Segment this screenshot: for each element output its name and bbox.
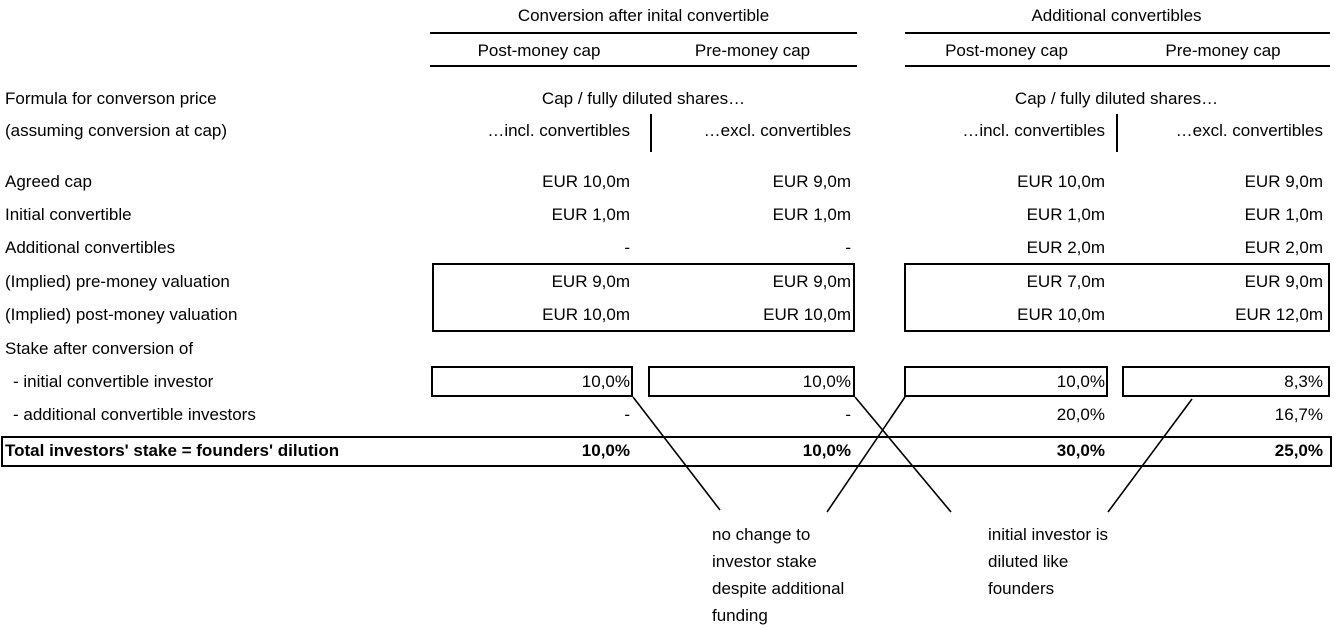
row-implied-premoney-valuation: (Implied) pre-money valuation EUR 9,0m E… [0,272,1334,294]
row-initial-convertible: Initial convertible EUR 1,0m EUR 1,0m EU… [0,205,1334,227]
row-total-investors-stake: Total investors' stake = founders' dilut… [0,441,1334,463]
group1-formula-divider [650,114,652,152]
row-stake-section: Stake after conversion of [0,339,1334,361]
cell: EUR 10,0m [542,305,630,324]
group1-col-postmoney-header: Post-money cap [477,41,601,60]
cell: 10,0% [802,441,851,460]
annotation-line: no change to [712,525,811,544]
group2-title-underline [905,32,1330,34]
group1-title-underline [430,32,857,34]
cell: EUR 1,0m [772,205,851,224]
cell: EUR 9,0m [1244,272,1323,291]
row-label: (Implied) post-money valuation [5,305,238,324]
row-label: Agreed cap [5,172,92,191]
cell: 10,0% [1056,372,1105,391]
cell: EUR 9,0m [772,172,851,191]
row-label: Additional convertibles [5,238,176,257]
formula-label-line2: (assuming conversion at cap) [5,121,228,140]
annotation-line: despite additional [712,579,845,598]
cell: EUR 9,0m [1244,172,1323,191]
cell: 10,0% [802,372,851,391]
cell: EUR 9,0m [551,272,630,291]
annotation-line: initial investor is [988,525,1108,544]
group1-subheader-underline [430,65,857,67]
row-initial-convertible-investor: - initial convertible investor 10,0% 10,… [0,372,1334,394]
group1-col-premoney-header: Pre-money cap [694,41,811,60]
cell: 20,0% [1056,405,1105,424]
row-additional-convertible-investors: - additional convertible investors - - 2… [0,405,1334,427]
annotation-diluted-like-founders: initial investor is diluted like founder… [988,521,1108,602]
cell: - [845,238,851,257]
cell: EUR 10,0m [1017,305,1105,324]
cell: EUR 7,0m [1026,272,1105,291]
cell: EUR 10,0m [763,305,851,324]
group2-formula: Cap / fully diluted shares… [1014,89,1219,108]
cell: EUR 2,0m [1026,238,1105,257]
annotation-line: diluted like [988,552,1069,571]
group1-incl-convertibles: …incl. convertibles [487,121,630,140]
group2-subheader-underline [905,65,1330,67]
group2-formula-divider [1116,114,1118,152]
group2-col-premoney-header: Pre-money cap [1165,41,1281,60]
cell: EUR 1,0m [1026,205,1105,224]
cell: EUR 12,0m [1235,305,1323,324]
cell: EUR 1,0m [551,205,630,224]
group1-excl-convertibles: …excl. convertibles [703,121,851,140]
cell: EUR 10,0m [1017,172,1105,191]
formula-variant-row: …incl. convertibles …excl. convertibles … [0,121,1334,143]
cell: 8,3% [1284,372,1323,391]
annotation-no-change: no change to investor stake despite addi… [712,521,844,629]
formula-label-line1: Formula for converson price [5,89,217,108]
row-label: Total investors' stake = founders' dilut… [5,441,340,460]
group2-incl-convertibles: …incl. convertibles [962,121,1105,140]
cell: 10,0% [581,441,630,460]
row-label: Initial convertible [5,205,132,224]
group2-excl-convertibles: …excl. convertibles [1175,121,1323,140]
cell: EUR 10,0m [542,172,630,191]
cell: EUR 9,0m [772,272,851,291]
cell: 16,7% [1274,405,1323,424]
row-label: - additional convertible investors [13,405,256,424]
cell: 30,0% [1056,441,1105,460]
row-implied-postmoney-valuation: (Implied) post-money valuation EUR 10,0m… [0,305,1334,327]
cell: EUR 2,0m [1244,238,1323,257]
row-label: (Implied) pre-money valuation [5,272,230,291]
group1-title: Conversion after inital convertible [517,6,770,25]
group2-title: Additional convertibles [1031,6,1202,25]
annotation-line: founders [988,579,1055,598]
group2-col-postmoney-header: Post-money cap [945,41,1068,60]
cell: EUR 1,0m [1244,205,1323,224]
cell: 10,0% [581,372,630,391]
cell: 25,0% [1274,441,1323,460]
row-additional-convertibles: Additional convertibles - - EUR 2,0m EUR… [0,238,1334,260]
annotation-line: funding [712,606,768,625]
row-label: - initial convertible investor [13,372,214,391]
cell: - [624,238,630,257]
cell: - [845,405,851,424]
group1-formula: Cap / fully diluted shares… [541,89,746,108]
section-label: Stake after conversion of [5,339,194,358]
row-agreed-cap: Agreed cap EUR 10,0m EUR 9,0m EUR 10,0m … [0,172,1334,194]
annotation-line: investor stake [712,552,817,571]
cell: - [624,405,630,424]
